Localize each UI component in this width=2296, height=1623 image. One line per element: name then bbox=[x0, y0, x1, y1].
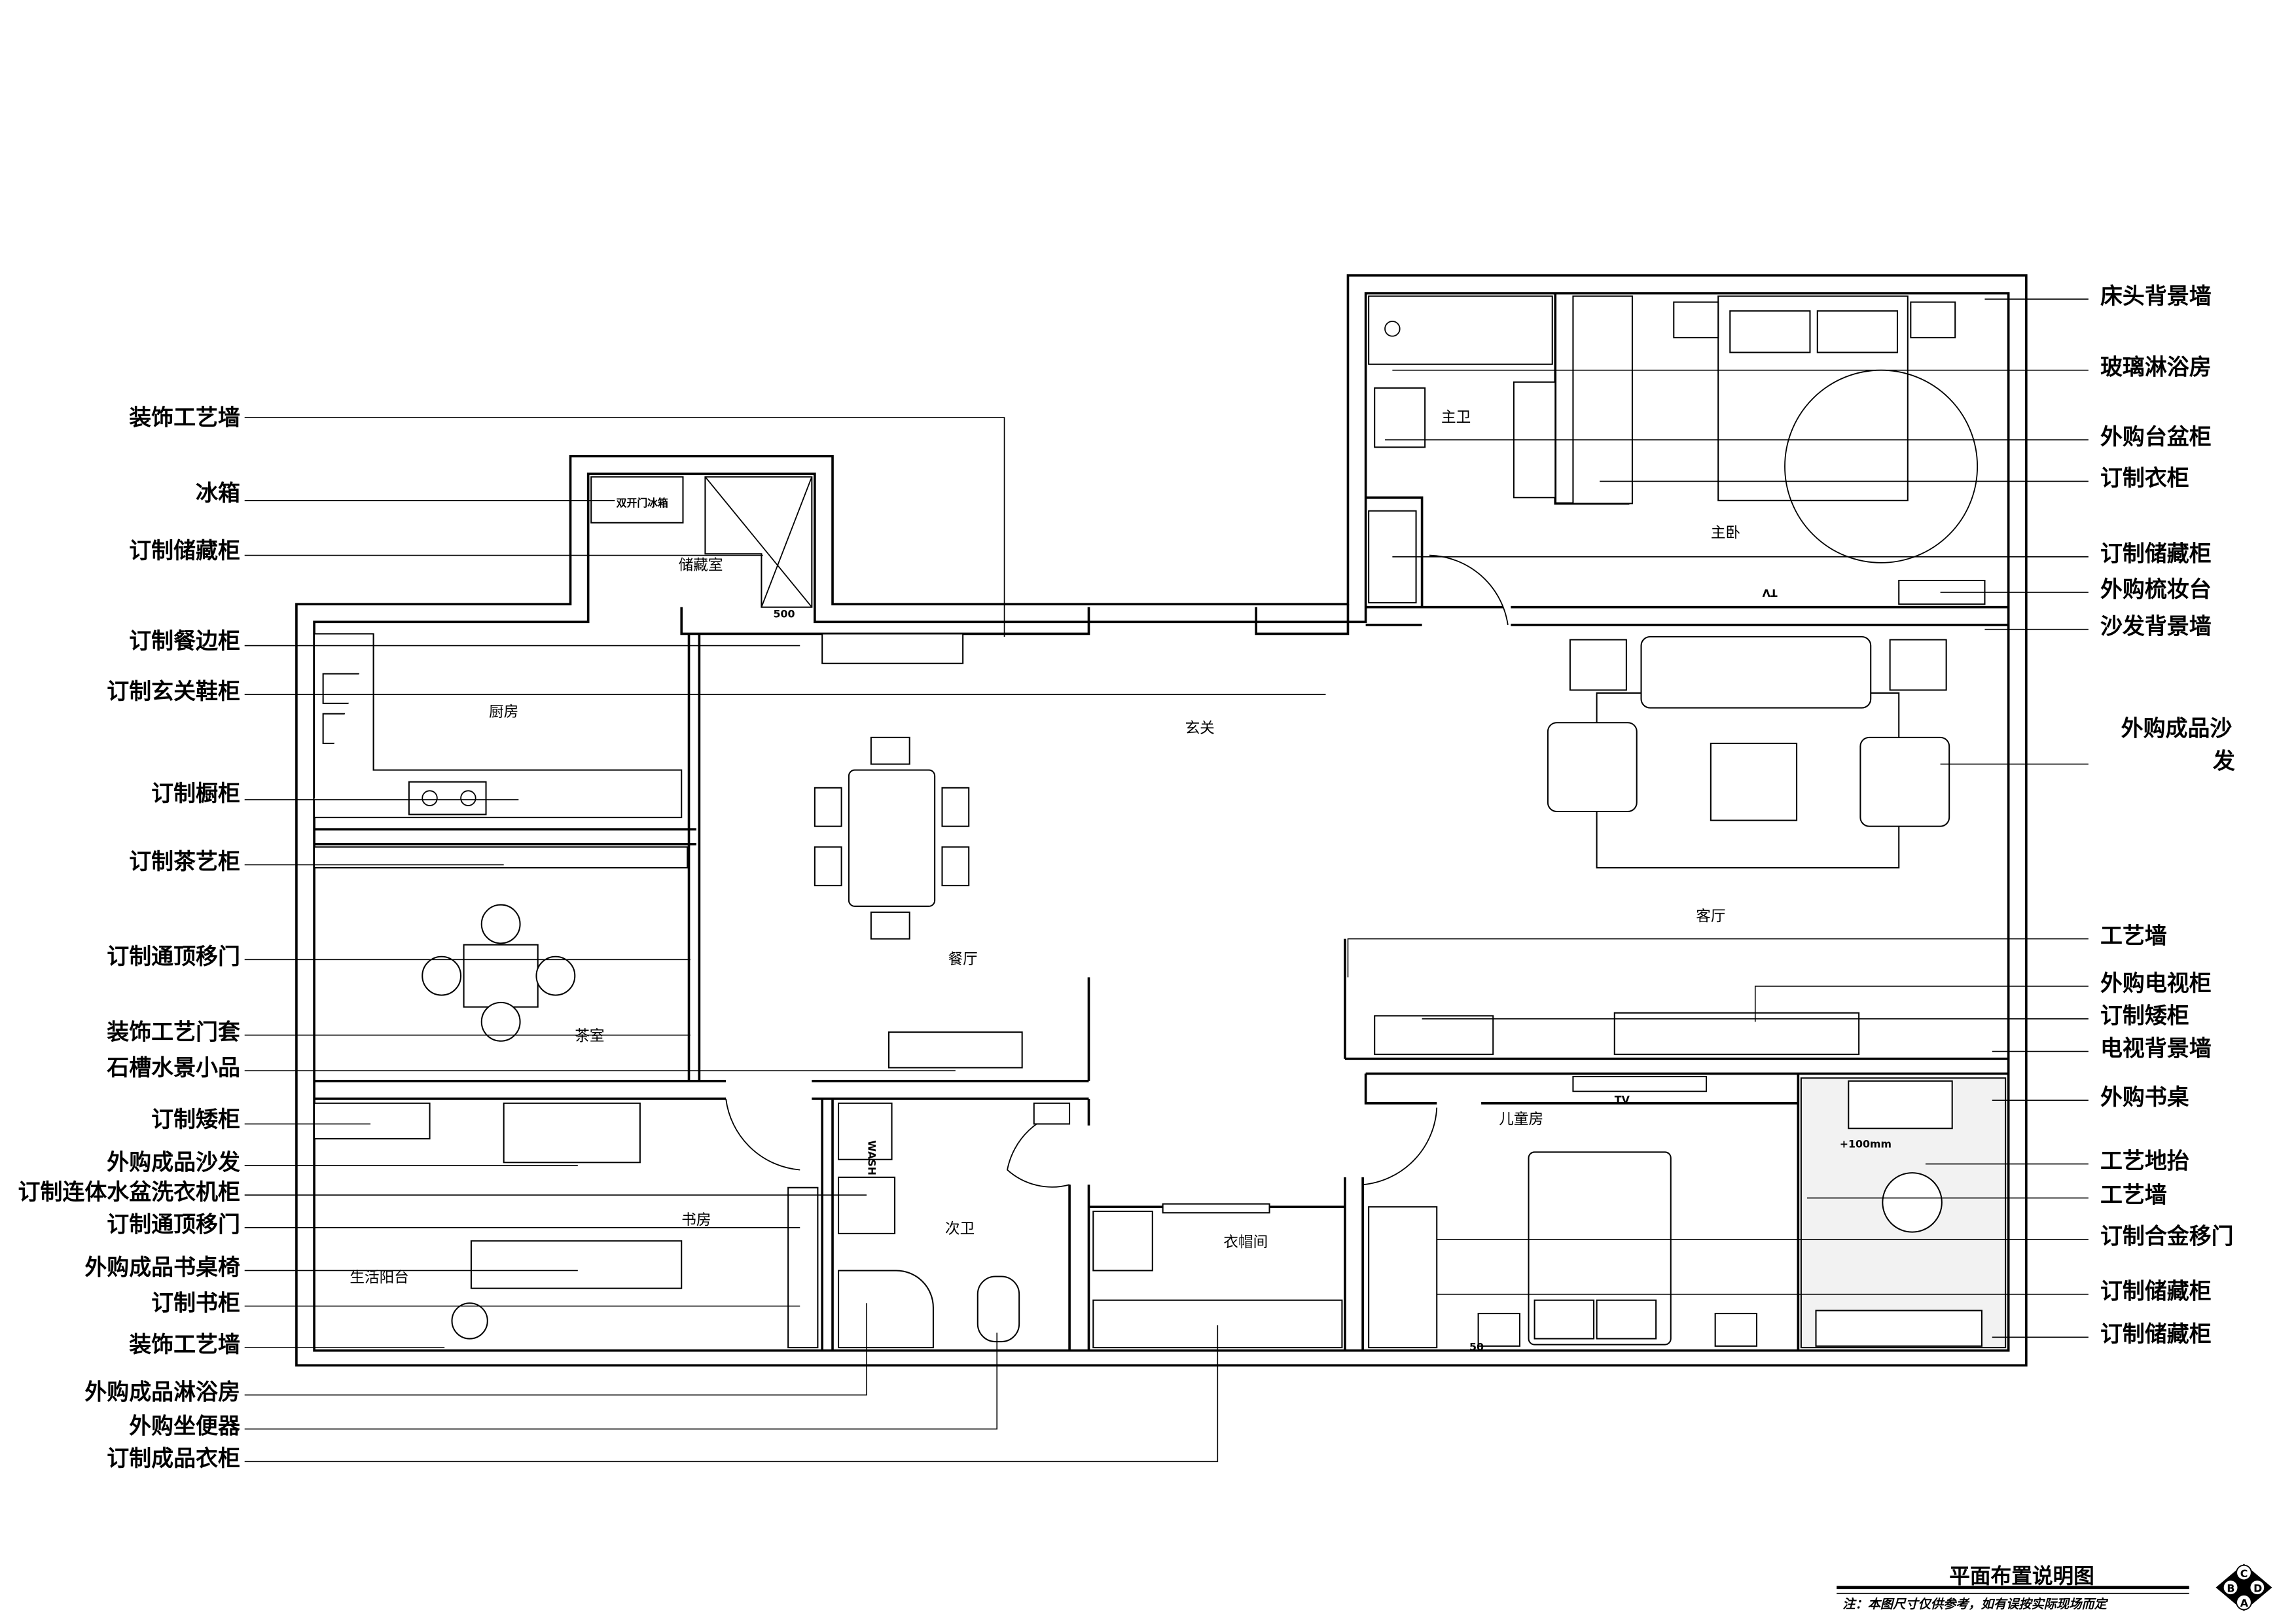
label-left: 冰箱 bbox=[196, 480, 240, 507]
label-right: 订制储藏柜 bbox=[2100, 541, 2212, 567]
compass-b: B bbox=[2227, 1582, 2234, 1594]
room-balcony: 生活阳台 bbox=[350, 1270, 408, 1287]
label-left: 外购成品书桌椅 bbox=[84, 1255, 240, 1281]
label-right: 工艺地抬 bbox=[2100, 1148, 2189, 1174]
label-right: 工艺墙 bbox=[2100, 923, 2167, 949]
interior-walls bbox=[314, 293, 2009, 1351]
label-right: 外购书桌 bbox=[2100, 1084, 2189, 1111]
wash-label: WASH bbox=[865, 1140, 878, 1175]
room-dining: 餐厅 bbox=[948, 951, 978, 968]
label-left: 石槽水景小品 bbox=[106, 1055, 240, 1081]
room-kitchen: 厨房 bbox=[489, 704, 518, 721]
drawing-note: 注：本图尺寸仅供参考，如有误按实际现场而定 bbox=[1842, 1596, 2108, 1611]
label-right: 订制衣柜 bbox=[2100, 465, 2189, 491]
label-left: 订制橱柜 bbox=[151, 781, 240, 807]
label-left: 订制通顶移门 bbox=[107, 1212, 240, 1238]
label-left: 外购坐便器 bbox=[129, 1413, 241, 1439]
label-left: 外购成品沙发 bbox=[107, 1150, 240, 1176]
label-right: 外购台盆柜 bbox=[2100, 424, 2212, 450]
label-right: 沙发背景墙 bbox=[2100, 613, 2212, 639]
right-labels: 床头背景墙 玻璃淋浴房 外购台盆柜 订制衣柜 订制储藏柜 外购梳妆台 沙发背景墙… bbox=[2100, 283, 2235, 1347]
label-right: 订制矮柜 bbox=[2100, 1003, 2189, 1029]
title-block: 平面布置说明图 注：本图尺寸仅供参考，如有误按实际现场而定 bbox=[1837, 1565, 2189, 1611]
leader-lines bbox=[244, 298, 2089, 1463]
label-left: 装饰工艺门套 bbox=[107, 1019, 240, 1045]
label-right: 外购成品沙 bbox=[2121, 716, 2233, 742]
compass-icon: C B D A bbox=[2215, 1563, 2272, 1611]
room-master-bath: 主卫 bbox=[1441, 409, 1471, 426]
room-labels: 储藏室 厨房 玄关 餐厅 客厅 茶室 书房 生活阳台 次卫 衣帽间 儿童房 主卫… bbox=[350, 409, 1740, 1287]
furniture: 双开门冰箱 500 WASH bbox=[314, 295, 2007, 1353]
room-storage: 储藏室 bbox=[679, 557, 723, 574]
room-study: 书房 bbox=[681, 1211, 711, 1228]
label-right: 外购电视柜 bbox=[2100, 971, 2212, 997]
fridge-label: 双开门冰箱 bbox=[617, 497, 668, 509]
dim-500: 500 bbox=[774, 608, 795, 620]
room-living: 客厅 bbox=[1696, 908, 1725, 925]
label-right: 订制储藏柜 bbox=[2100, 1321, 2212, 1347]
room-kids: 儿童房 bbox=[1499, 1111, 1543, 1128]
label-left: 外购成品淋浴房 bbox=[84, 1379, 240, 1405]
label-right: 玻璃淋浴房 bbox=[2100, 354, 2212, 380]
kids-tv-label: TV bbox=[1615, 1094, 1630, 1106]
label-right: 工艺墙 bbox=[2100, 1182, 2167, 1208]
label-left: 订制成品衣柜 bbox=[107, 1446, 240, 1472]
label-left: 订制茶艺柜 bbox=[129, 849, 240, 875]
left-labels: 装饰工艺墙 冰箱 订制储藏柜 订制餐边柜 订制玄关鞋柜 订制橱柜 订制茶艺柜 订… bbox=[18, 404, 241, 1472]
label-right: 外购梳妆台 bbox=[2100, 577, 2212, 603]
dim-50: 50 bbox=[1469, 1341, 1484, 1353]
room-guest-bath: 次卫 bbox=[945, 1221, 975, 1238]
label-right: 发 bbox=[2213, 748, 2235, 774]
label-left: 订制连体水盆洗衣机柜 bbox=[18, 1179, 240, 1205]
level-label: +100mm bbox=[1840, 1138, 1892, 1150]
label-left: 订制玄关鞋柜 bbox=[107, 679, 240, 705]
compass-c: C bbox=[2240, 1567, 2248, 1580]
room-tea: 茶室 bbox=[575, 1028, 604, 1045]
label-left: 订制餐边柜 bbox=[129, 628, 240, 654]
drawing-title: 平面布置说明图 bbox=[1949, 1565, 2094, 1588]
label-left: 装饰工艺墙 bbox=[129, 404, 240, 431]
master-tv-label: TV bbox=[1762, 587, 1778, 599]
label-right: 床头背景墙 bbox=[2100, 283, 2212, 310]
label-right: 订制合金移门 bbox=[2100, 1224, 2234, 1250]
label-left: 订制矮柜 bbox=[151, 1107, 240, 1133]
compass-d: D bbox=[2253, 1582, 2262, 1594]
room-foyer: 玄关 bbox=[1185, 720, 1215, 737]
label-right: 电视背景墙 bbox=[2100, 1035, 2212, 1061]
label-left: 订制通顶移门 bbox=[107, 944, 240, 970]
room-closet: 衣帽间 bbox=[1223, 1234, 1268, 1251]
label-right: 订制储藏柜 bbox=[2100, 1278, 2212, 1304]
room-master-bed: 主卧 bbox=[1711, 524, 1740, 541]
label-left: 订制储藏柜 bbox=[129, 538, 240, 564]
label-left: 订制书柜 bbox=[151, 1291, 240, 1317]
label-left: 装饰工艺墙 bbox=[129, 1332, 240, 1358]
compass-a: A bbox=[2240, 1597, 2249, 1609]
